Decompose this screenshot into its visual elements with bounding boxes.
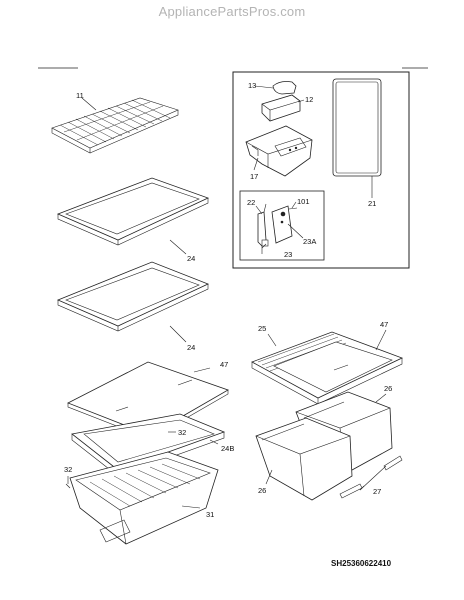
label-47-left: 47 — [220, 360, 228, 369]
label-24b: 24B — [221, 444, 234, 453]
label-32-bottom: 32 — [64, 465, 72, 474]
label-27: 27 — [373, 487, 381, 496]
glass-panel-47-right — [273, 341, 393, 393]
label-24-top: 24 — [187, 254, 195, 263]
sub-box — [239, 190, 325, 261]
clip-32-left — [65, 483, 71, 489]
crisper-drawer-31 — [69, 451, 219, 545]
label-101: 101 — [297, 197, 310, 206]
glass-shelf-24-top — [56, 177, 210, 246]
label-23: 23 — [284, 250, 292, 259]
label-31: 31 — [206, 510, 214, 519]
leader-lines — [67, 85, 387, 509]
label-24-bottom: 24 — [187, 343, 195, 352]
label-12: 12 — [305, 95, 313, 104]
bracket-23a — [271, 205, 293, 244]
control-panel-21 — [332, 78, 382, 177]
label-11: 11 — [76, 91, 84, 100]
control-parts-box — [232, 71, 410, 269]
crisper-frame-24b — [71, 413, 226, 477]
label-32-top: 32 — [178, 428, 186, 437]
label-23a: 23A — [303, 237, 316, 246]
thermostat-23 — [257, 211, 269, 254]
label-17: 17 — [250, 172, 258, 181]
label-26-right: 26 — [384, 384, 392, 393]
screw-101 — [288, 207, 298, 210]
label-25: 25 — [258, 324, 266, 333]
label-21: 21 — [368, 199, 376, 208]
diagram-code: SH25360622410 — [331, 559, 392, 568]
label-13: 13 — [248, 81, 256, 90]
handle-13 — [272, 81, 297, 95]
control-housing-17 — [245, 125, 313, 177]
label-26-left: 26 — [258, 486, 266, 495]
housing-12 — [261, 94, 301, 122]
label-47-right: 47 — [380, 320, 388, 329]
glass-shelf-24-bottom — [56, 261, 210, 332]
crisper-drawer-26-left — [255, 417, 353, 501]
watermark: AppliancePartsPros.com — [158, 4, 306, 19]
label-22: 22 — [247, 198, 255, 207]
wire-shelf-11 — [51, 97, 179, 154]
